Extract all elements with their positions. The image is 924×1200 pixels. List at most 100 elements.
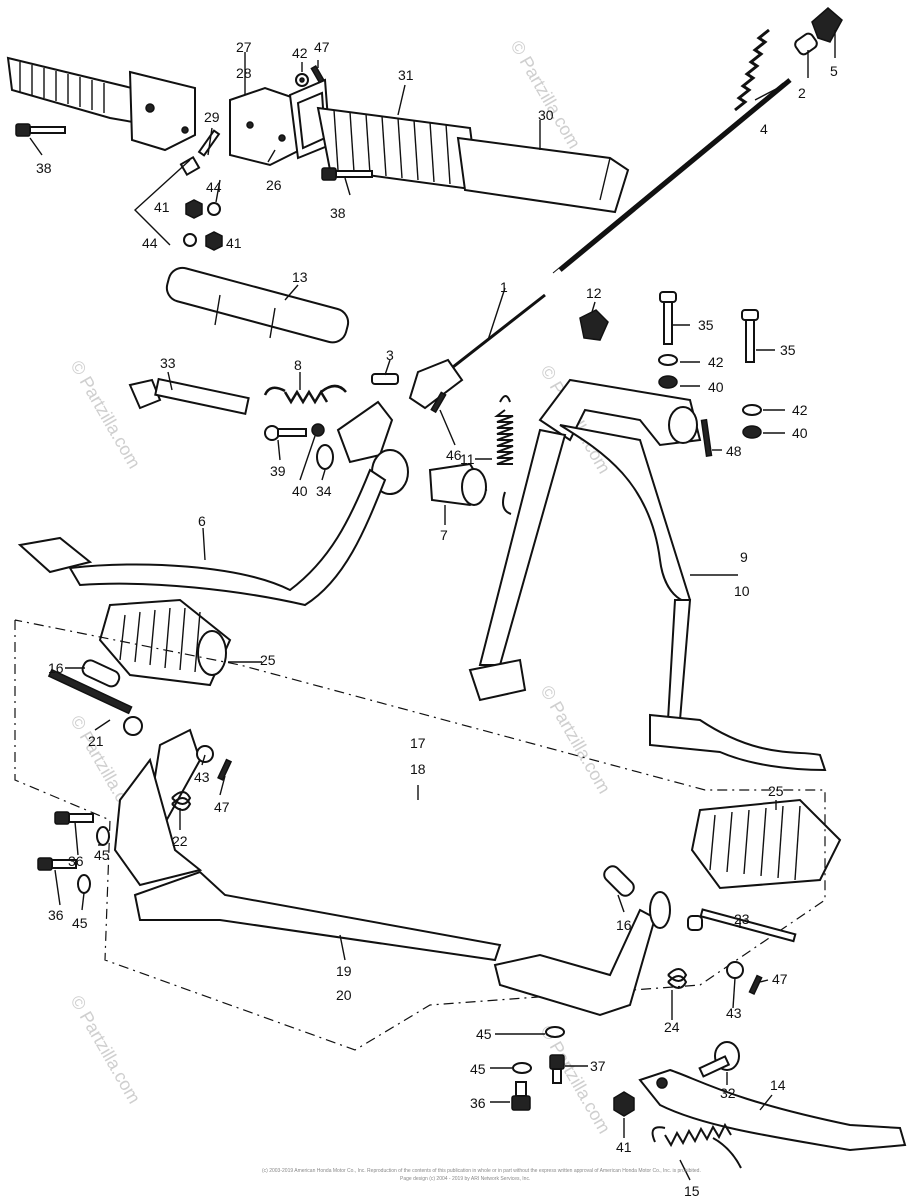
label-41-lower: 41: [226, 235, 242, 251]
copyright-line-1: (c) 2003-2019 American Honda Motor Co., …: [262, 1168, 701, 1174]
label-45-upper: 45: [94, 847, 110, 863]
bracket-27-28: [229, 86, 301, 167]
label-47-left: 47: [214, 799, 230, 815]
label-40-far: 40: [792, 425, 808, 441]
washers-40-34: [311, 423, 334, 470]
label-47-right: 47: [772, 971, 788, 987]
label-44-upper: 44: [206, 179, 222, 195]
assembly-bracket-lower: [14, 619, 826, 1051]
label-29: 29: [204, 109, 220, 125]
spring-24: [667, 968, 688, 989]
part-labels: 27 28 42 47 31 30 5 2 4 29 38 44 26 38 4…: [36, 39, 838, 1199]
pivot-bolt-33: [128, 377, 250, 415]
watermark-bottom-right: © Partzilla.com: [537, 1022, 615, 1137]
joint-2: [794, 32, 818, 56]
label-13: 13: [292, 269, 308, 285]
label-40-right: 40: [708, 379, 724, 395]
label-28: 28: [236, 65, 252, 81]
footpeg-bar-30: [456, 136, 630, 214]
label-42-top: 42: [292, 45, 308, 61]
label-5: 5: [830, 63, 838, 79]
label-18: 18: [410, 761, 426, 777]
spring-8: [263, 384, 347, 405]
pin-16-upper: [81, 659, 121, 688]
bolt-38-center: [321, 167, 373, 181]
step-bar-assembly-17-18: [113, 728, 671, 1017]
label-36-bottom: 36: [470, 1095, 486, 1111]
spring-4: [734, 28, 770, 112]
label-42-far: 42: [792, 402, 808, 418]
label-7: 7: [440, 527, 448, 543]
washers-45-bottom: [512, 1026, 565, 1074]
label-21: 21: [88, 733, 104, 749]
bolts-36-left: [37, 811, 94, 871]
label-35-right: 35: [780, 342, 796, 358]
bolt-29: [179, 129, 221, 177]
label-6: 6: [198, 513, 206, 529]
watermark-left: © Partzilla.com: [67, 357, 145, 472]
label-2: 2: [798, 85, 806, 101]
watermark-bottom-left: © Partzilla.com: [67, 992, 145, 1107]
label-41-upper: 41: [154, 199, 170, 215]
label-19: 19: [336, 963, 352, 979]
label-20: 20: [336, 987, 352, 1003]
gasket-26: [288, 78, 332, 160]
label-10: 10: [734, 583, 750, 599]
spring-11: [494, 395, 514, 515]
cotter-pin-46: [430, 391, 447, 414]
label-45-bottom-upper: 45: [476, 1026, 492, 1042]
label-46: 46: [446, 447, 462, 463]
footpeg-rubber-25-lower: [690, 798, 842, 890]
leader-lines: [29, 30, 836, 1181]
nuts-washers-41-44: [183, 199, 223, 251]
label-15: 15: [684, 1183, 700, 1199]
label-25-lower: 25: [768, 783, 784, 799]
bolt-32: [698, 1041, 740, 1078]
pin-47-right: [748, 974, 763, 995]
label-9: 9: [740, 549, 748, 565]
washer-42-top: [295, 73, 309, 87]
brake-rod-4: [552, 78, 792, 274]
pipe-13: [165, 266, 350, 344]
label-16-upper: 16: [48, 660, 64, 676]
label-22: 22: [172, 833, 188, 849]
brake-pedal-6: [17, 468, 387, 607]
label-26: 26: [266, 177, 282, 193]
label-30: 30: [538, 107, 554, 123]
nut-12: [579, 309, 609, 341]
label-36-lower: 36: [48, 907, 64, 923]
spring-15: [651, 1122, 742, 1169]
label-12: 12: [586, 285, 602, 301]
label-4: 4: [760, 121, 768, 137]
label-24: 24: [664, 1019, 680, 1035]
bolt-39: [264, 425, 307, 441]
left-footpeg-rubber: [6, 56, 196, 152]
label-8: 8: [294, 357, 302, 373]
label-23: 23: [734, 911, 750, 927]
label-43-left: 43: [194, 769, 210, 785]
label-31: 31: [398, 67, 414, 83]
right-footpeg-rubber-31: [316, 106, 480, 192]
label-47-top: 47: [314, 39, 330, 55]
label-17: 17: [410, 735, 426, 751]
pin-3: [371, 373, 399, 385]
label-37: 37: [590, 1058, 606, 1074]
washer-43-left: [196, 745, 214, 763]
washers-nuts-40-42: [658, 354, 762, 439]
label-45-lower: 45: [72, 915, 88, 931]
main-stand-9-10: [468, 378, 827, 772]
label-40-mid: 40: [292, 483, 308, 499]
label-43-right: 43: [726, 1005, 742, 1021]
label-42-right: 42: [708, 354, 724, 370]
label-16-right: 16: [616, 917, 632, 933]
collar-7: [428, 462, 488, 507]
pin-47-left: [217, 758, 233, 781]
label-38-center: 38: [330, 205, 346, 221]
label-39: 39: [270, 463, 286, 479]
watermark-lower-right: © Partzilla.com: [537, 682, 615, 797]
label-1: 1: [500, 279, 508, 295]
label-25-upper: 25: [260, 652, 276, 668]
side-stand-14: [638, 1068, 907, 1152]
